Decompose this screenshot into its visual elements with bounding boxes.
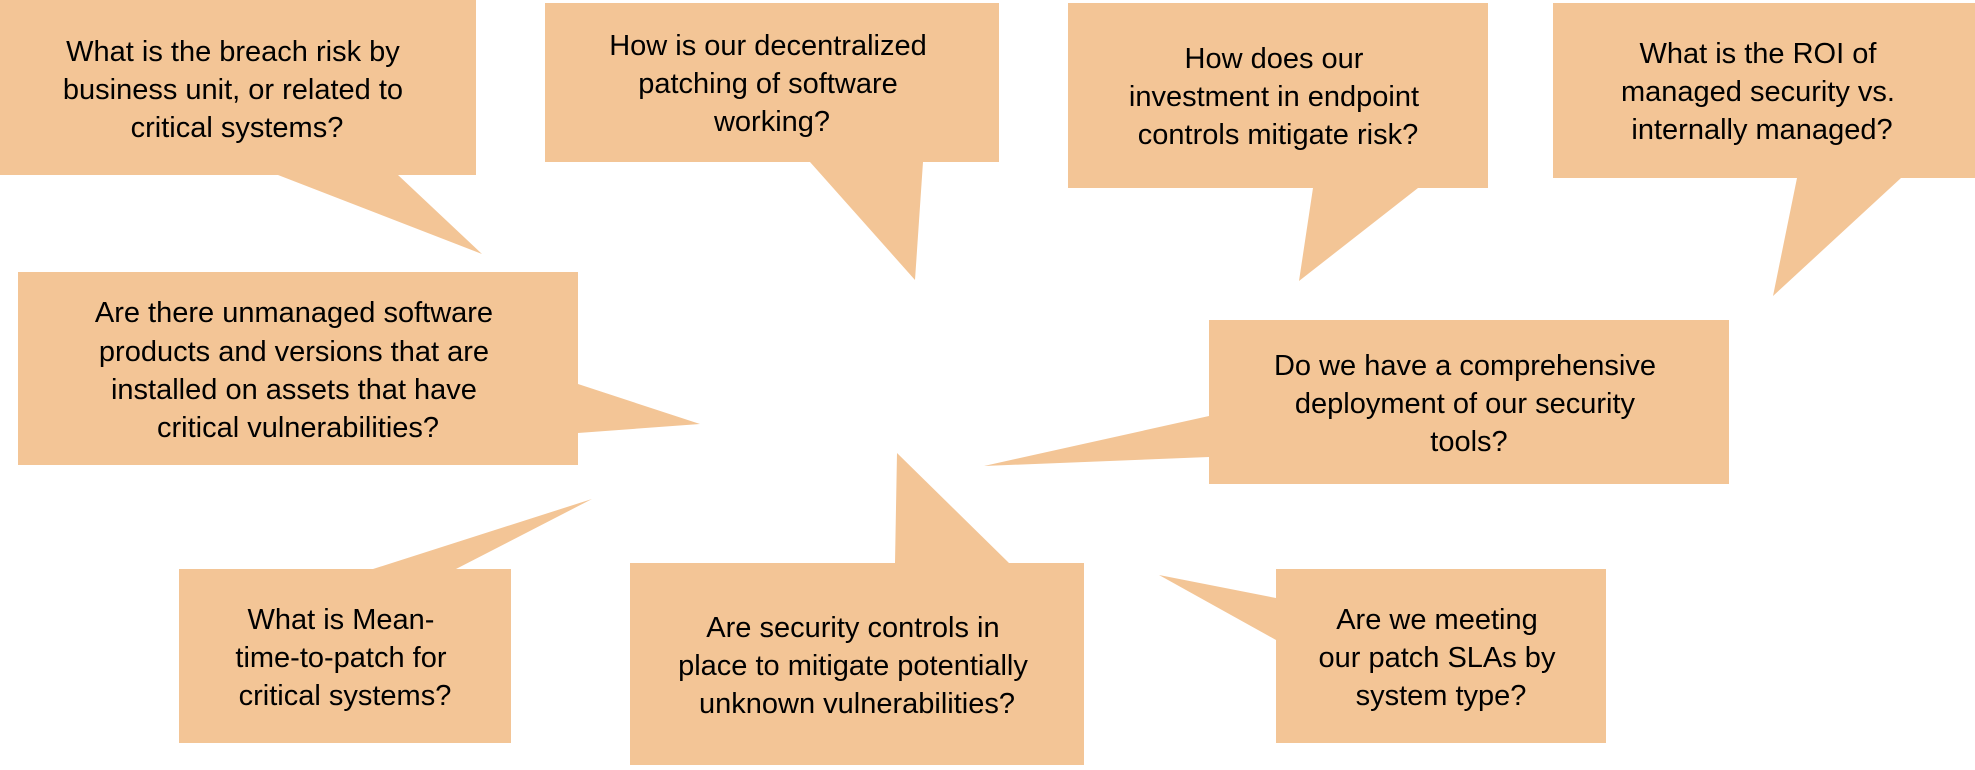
bubble-line: Are there unmanaged software	[95, 297, 493, 329]
bubble-line: Do we have a comprehensive	[1274, 350, 1656, 382]
speech-bubble-text: What is Mean- time-to-patch for critical…	[235, 604, 454, 712]
bubble-line: products and versions that are	[99, 336, 489, 368]
speech-bubble-endpoint-investment: How does our investment in endpoint cont…	[1068, 3, 1488, 281]
speech-bubble-text: How is our decentralized patching of sof…	[609, 30, 935, 138]
bubble-line: deployment of our security	[1295, 388, 1636, 420]
bubble-line: managed security vs.	[1621, 76, 1895, 108]
bubble-line: unknown vulnerabilities?	[699, 688, 1015, 720]
bubble-line: How is our decentralized	[609, 30, 927, 62]
speech-bubble-security-tools-deployment: Do we have a comprehensive deployment of…	[984, 320, 1729, 484]
bubble-line: internally managed?	[1631, 114, 1892, 146]
speech-bubble-roi-managed-security: What is the ROI of managed security vs. …	[1553, 3, 1975, 296]
bubble-line: controls mitigate risk?	[1138, 119, 1418, 151]
speech-bubble-breach-risk: What is the breach risk by business unit…	[0, 0, 482, 254]
bubble-line: working?	[713, 106, 830, 138]
speech-bubble-shape	[630, 453, 1084, 765]
speech-bubble-unmanaged-software: Are there unmanaged software products an…	[18, 272, 700, 465]
speech-bubble-text: What is the breach risk by business unit…	[63, 36, 411, 144]
speech-bubble-shape	[18, 272, 700, 465]
speech-bubble-shape	[1068, 3, 1488, 281]
bubble-line: What is the breach risk by	[66, 36, 400, 68]
speech-bubble-shape	[179, 499, 592, 743]
bubble-line: place to mitigate potentially	[678, 650, 1028, 682]
bubble-line: installed on assets that have	[111, 374, 477, 406]
bubble-line: system type?	[1356, 680, 1527, 712]
bubble-line: critical vulnerabilities?	[157, 412, 439, 444]
speech-bubble-text: Are we meeting our patch SLAs by system …	[1318, 604, 1563, 712]
speech-bubble-shape	[1159, 569, 1606, 743]
speech-bubble-shape	[545, 3, 999, 280]
bubble-line: tools?	[1430, 426, 1507, 458]
speech-bubble-shape	[1553, 3, 1975, 296]
bubble-line: critical systems?	[131, 112, 344, 144]
speech-bubble-decentralized-patching: How is our decentralized patching of sof…	[545, 3, 999, 280]
speech-bubble-text: Do we have a comprehensive deployment of…	[1274, 350, 1664, 458]
bubble-line: What is the ROI of	[1640, 38, 1878, 70]
bubble-line: time-to-patch for	[235, 642, 446, 674]
bubble-line: critical systems?	[239, 680, 452, 712]
bubble-line: patching of software	[638, 68, 898, 100]
bubble-line: How does our	[1185, 43, 1364, 75]
bubble-line: Are security controls in	[706, 612, 999, 644]
speech-bubble-mean-time-to-patch: What is Mean- time-to-patch for critical…	[179, 499, 592, 743]
speech-bubble-shape	[984, 320, 1729, 484]
bubble-line: our patch SLAs by	[1318, 642, 1555, 674]
speech-bubble-text: How does our investment in endpoint cont…	[1129, 43, 1427, 151]
speech-bubble-unknown-vulnerabilities: Are security controls in place to mitiga…	[630, 453, 1084, 765]
speech-bubble-text: Are security controls in place to mitiga…	[678, 612, 1036, 720]
bubble-line: investment in endpoint	[1129, 81, 1419, 113]
speech-bubble-text: Are there unmanaged software products an…	[95, 297, 501, 444]
speech-bubble-text: What is the ROI of managed security vs. …	[1621, 38, 1903, 146]
speech-bubble-patch-slas: Are we meeting our patch SLAs by system …	[1159, 569, 1606, 743]
speech-bubble-shape	[0, 0, 482, 254]
bubble-line: business unit, or related to	[63, 74, 403, 106]
bubble-line: Are we meeting	[1336, 604, 1538, 636]
bubble-line: What is Mean-	[247, 604, 434, 636]
